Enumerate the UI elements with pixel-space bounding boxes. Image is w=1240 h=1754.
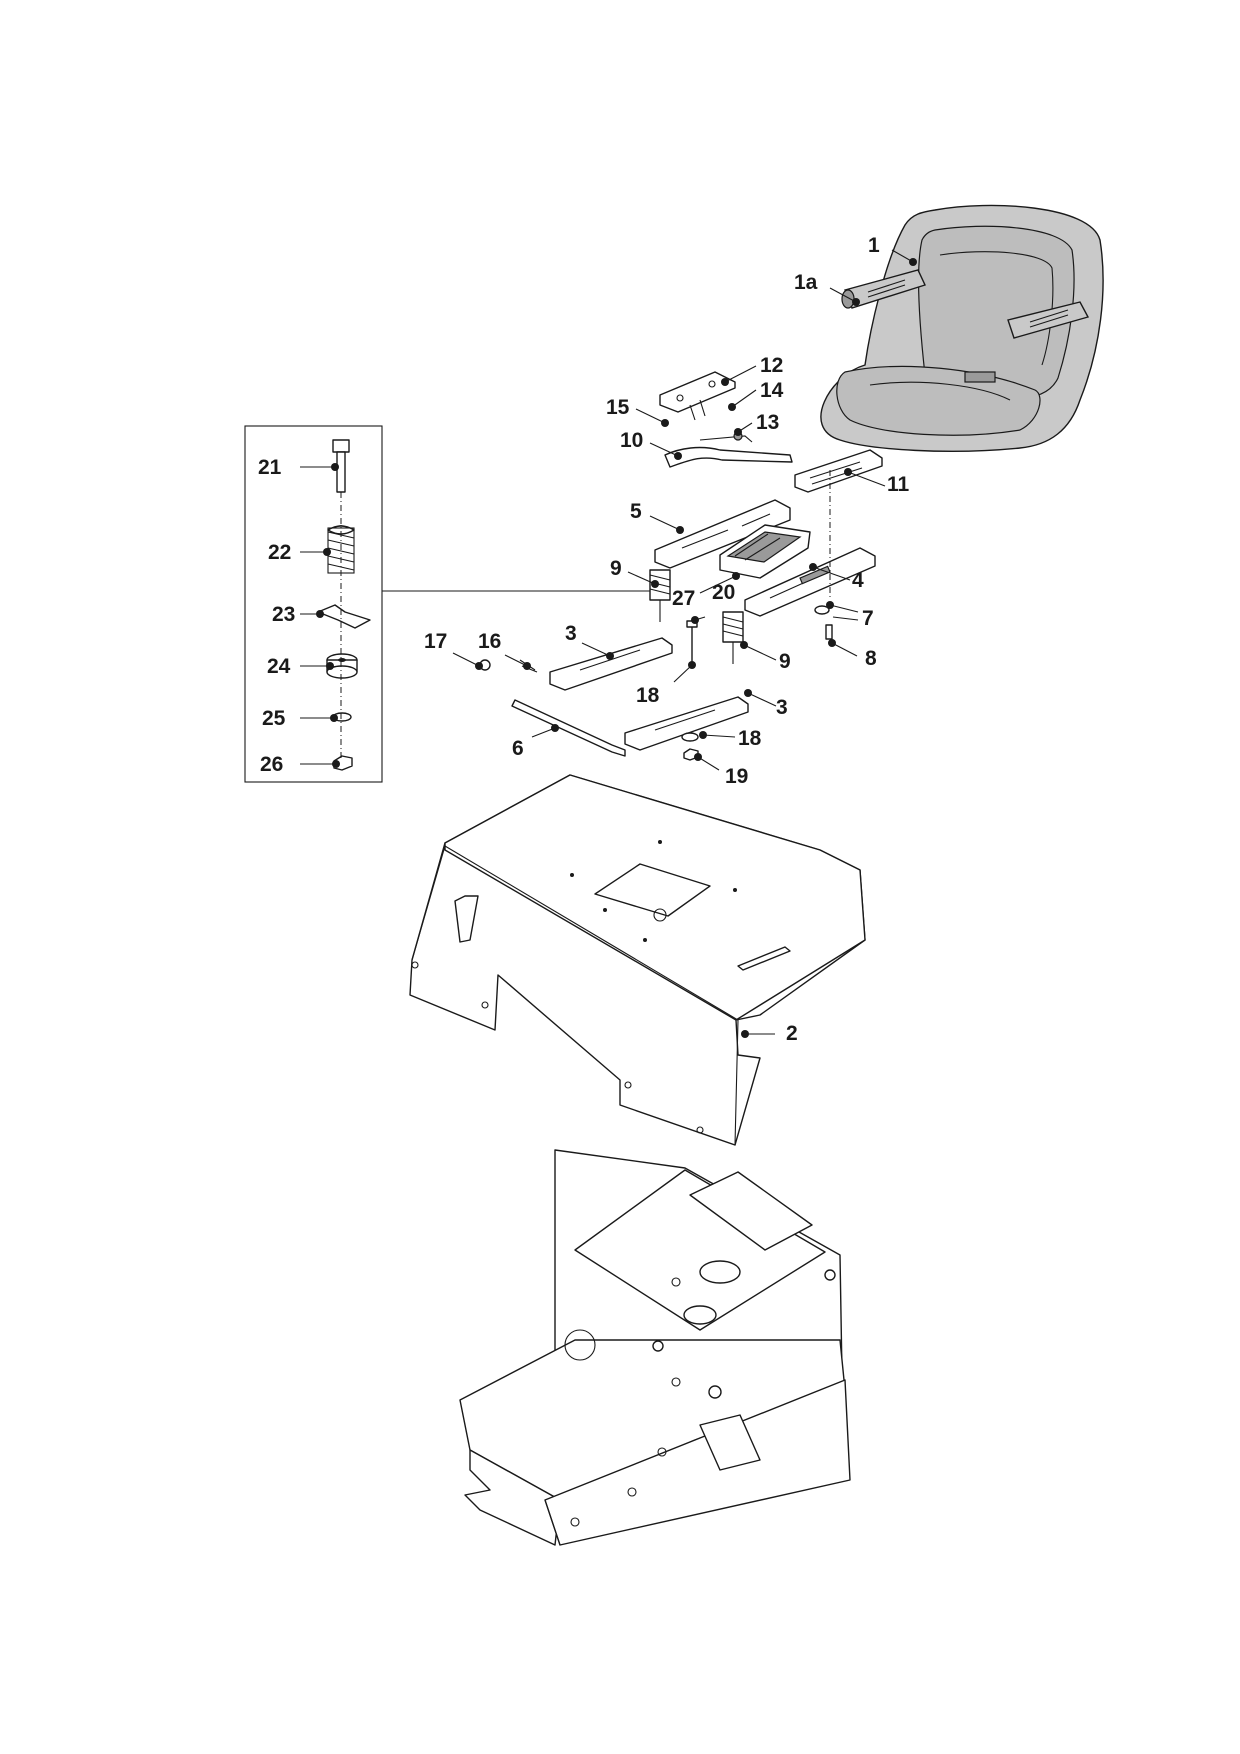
callout-9-right: 9: [779, 650, 791, 673]
callout-21: 21: [258, 456, 282, 479]
seat-bracket-12: [659, 371, 736, 421]
callout-8: 8: [865, 647, 877, 670]
callout-6: 6: [512, 737, 524, 760]
callout-7: 7: [862, 607, 874, 630]
callout-4: 4: [852, 569, 864, 592]
bolt-8: [825, 624, 833, 640]
runner-3-lower: [624, 696, 749, 751]
seat-rail-11: [794, 449, 883, 493]
callout-13: 13: [756, 411, 779, 434]
callout-5: 5: [630, 500, 642, 523]
callout-11: 11: [887, 473, 910, 496]
callout-2: 2: [786, 1022, 798, 1045]
seat-lever-10: [664, 431, 793, 468]
callout-20: 20: [712, 581, 735, 604]
callout-1a: 1a: [794, 271, 818, 294]
clamp-23: [317, 604, 371, 629]
callout-18-upper: 18: [636, 684, 660, 707]
callout-3-upper: 3: [565, 622, 577, 645]
spring-9-left: [649, 569, 671, 622]
washer-18: [681, 732, 699, 742]
bolt-20: [686, 620, 698, 662]
callout-15: 15: [606, 396, 630, 419]
runner-3-upper: [549, 637, 673, 691]
callout-3-lower: 3: [776, 696, 788, 719]
chassis-frame: [459, 1149, 851, 1546]
callout-18-lower: 18: [738, 727, 762, 750]
callout-25: 25: [262, 707, 286, 730]
callout-27: 27: [672, 587, 695, 610]
detail-box: [244, 425, 383, 783]
spring-9-right: [722, 611, 744, 664]
callout-22: 22: [268, 541, 291, 564]
storage-tray-27: [719, 524, 811, 579]
leader-lines: [300, 249, 917, 1038]
seat-rail-5: [654, 499, 791, 569]
rod-6: [511, 699, 626, 757]
callout-labels: 1 1a 2 3 3 4 5 6 7 8 9 9 10 11 12 13 14 …: [258, 234, 910, 1045]
callout-9-left: 9: [610, 557, 622, 580]
callout-16: 16: [478, 630, 501, 653]
callout-23: 23: [272, 603, 295, 626]
callout-10: 10: [620, 429, 643, 452]
callout-17: 17: [424, 630, 447, 653]
callout-24: 24: [267, 655, 291, 678]
callout-1: 1: [868, 234, 880, 257]
washer-7: [814, 605, 830, 615]
seat-part: [820, 204, 1104, 452]
bushing-24: [326, 653, 358, 679]
callout-14: 14: [760, 379, 784, 402]
callout-19: 19: [725, 765, 748, 788]
fender-panel-2: 1: [409, 774, 866, 1146]
callout-26: 26: [260, 753, 283, 776]
callout-12: 12: [760, 354, 783, 377]
